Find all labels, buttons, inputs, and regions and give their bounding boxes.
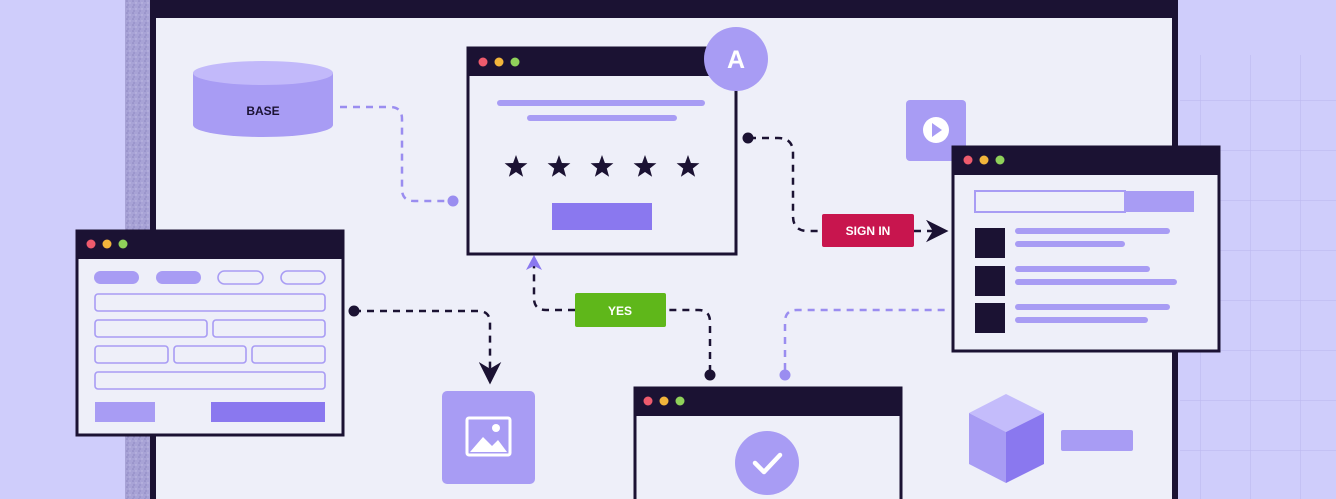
- window-maximize-dot: [510, 57, 520, 67]
- window-close-dot: [86, 239, 96, 249]
- text-line: [527, 115, 677, 121]
- connector-form-image: [354, 309, 502, 385]
- form-field[interactable]: [94, 293, 326, 312]
- form-cancel-button[interactable]: [95, 402, 155, 422]
- search-button[interactable]: [1124, 191, 1194, 212]
- window-close-dot: [478, 57, 488, 67]
- list-thumbnail: [975, 228, 1005, 258]
- connector-endpoint: [704, 369, 716, 381]
- yes-label: YES: [608, 304, 632, 318]
- form-tab[interactable]: [217, 270, 264, 285]
- text-line: [1015, 279, 1177, 285]
- rating-window: [466, 46, 738, 256]
- search-input[interactable]: [974, 190, 1126, 213]
- form-window: [75, 229, 345, 437]
- list-thumbnail: [975, 303, 1005, 333]
- window-maximize-dot: [995, 155, 1005, 165]
- connector-endpoint: [779, 369, 791, 381]
- form-field[interactable]: [251, 345, 326, 364]
- text-line: [1015, 266, 1150, 272]
- star-icon[interactable]: [676, 155, 700, 177]
- form-field[interactable]: [173, 345, 247, 364]
- connector-endpoint: [742, 132, 754, 144]
- list-window: [951, 145, 1221, 353]
- connector-check-list: [783, 308, 948, 370]
- cube-icon: [969, 394, 1044, 483]
- arrow-up-head: [526, 255, 542, 270]
- window-maximize-dot: [675, 396, 685, 406]
- connector-endpoint: [447, 195, 459, 207]
- sign-in-label: SIGN IN: [846, 224, 891, 238]
- text-line: [1015, 228, 1170, 234]
- approval-window: [633, 386, 903, 499]
- label-placeholder: [1061, 430, 1133, 451]
- form-field[interactable]: [212, 319, 326, 338]
- database-label: BASE: [246, 104, 279, 118]
- image-icon[interactable]: [442, 391, 535, 484]
- form-tab[interactable]: [94, 271, 139, 284]
- form-submit-button[interactable]: [211, 402, 325, 422]
- window-close-dot: [963, 155, 973, 165]
- form-tab[interactable]: [156, 271, 201, 284]
- window-minimize-dot: [494, 57, 504, 67]
- text-line: [1015, 304, 1170, 310]
- yes-badge[interactable]: YES: [575, 293, 666, 327]
- text-line: [1015, 241, 1125, 247]
- window-close-dot: [643, 396, 653, 406]
- text-line: [1015, 317, 1148, 323]
- connector-check-yes: [666, 308, 712, 372]
- star-rating[interactable]: [504, 155, 700, 177]
- window-minimize-dot: [979, 155, 989, 165]
- form-field[interactable]: [94, 319, 208, 338]
- connector-database-rating: [340, 105, 448, 203]
- form-tab[interactable]: [280, 270, 326, 285]
- connector-endpoint: [348, 305, 360, 317]
- play-icon[interactable]: [906, 100, 966, 161]
- list-thumbnail: [975, 266, 1005, 296]
- window-maximize-dot: [118, 239, 128, 249]
- avatar-letter: A: [727, 46, 745, 74]
- checkmark-icon: [735, 431, 799, 495]
- form-field[interactable]: [94, 345, 169, 364]
- sign-in-badge[interactable]: SIGN IN: [822, 214, 914, 247]
- window-minimize-dot: [659, 396, 669, 406]
- connector-yes-rating: [532, 262, 575, 312]
- text-line: [497, 100, 705, 106]
- avatar: A: [704, 27, 768, 91]
- star-icon[interactable]: [547, 155, 571, 177]
- submit-button[interactable]: [552, 203, 652, 230]
- connector-rating-signin: [749, 136, 822, 233]
- star-icon[interactable]: [590, 155, 614, 177]
- window-minimize-dot: [102, 239, 112, 249]
- form-field[interactable]: [94, 371, 326, 390]
- database-icon: BASE: [193, 61, 333, 137]
- star-icon[interactable]: [633, 155, 657, 177]
- star-icon[interactable]: [504, 155, 528, 177]
